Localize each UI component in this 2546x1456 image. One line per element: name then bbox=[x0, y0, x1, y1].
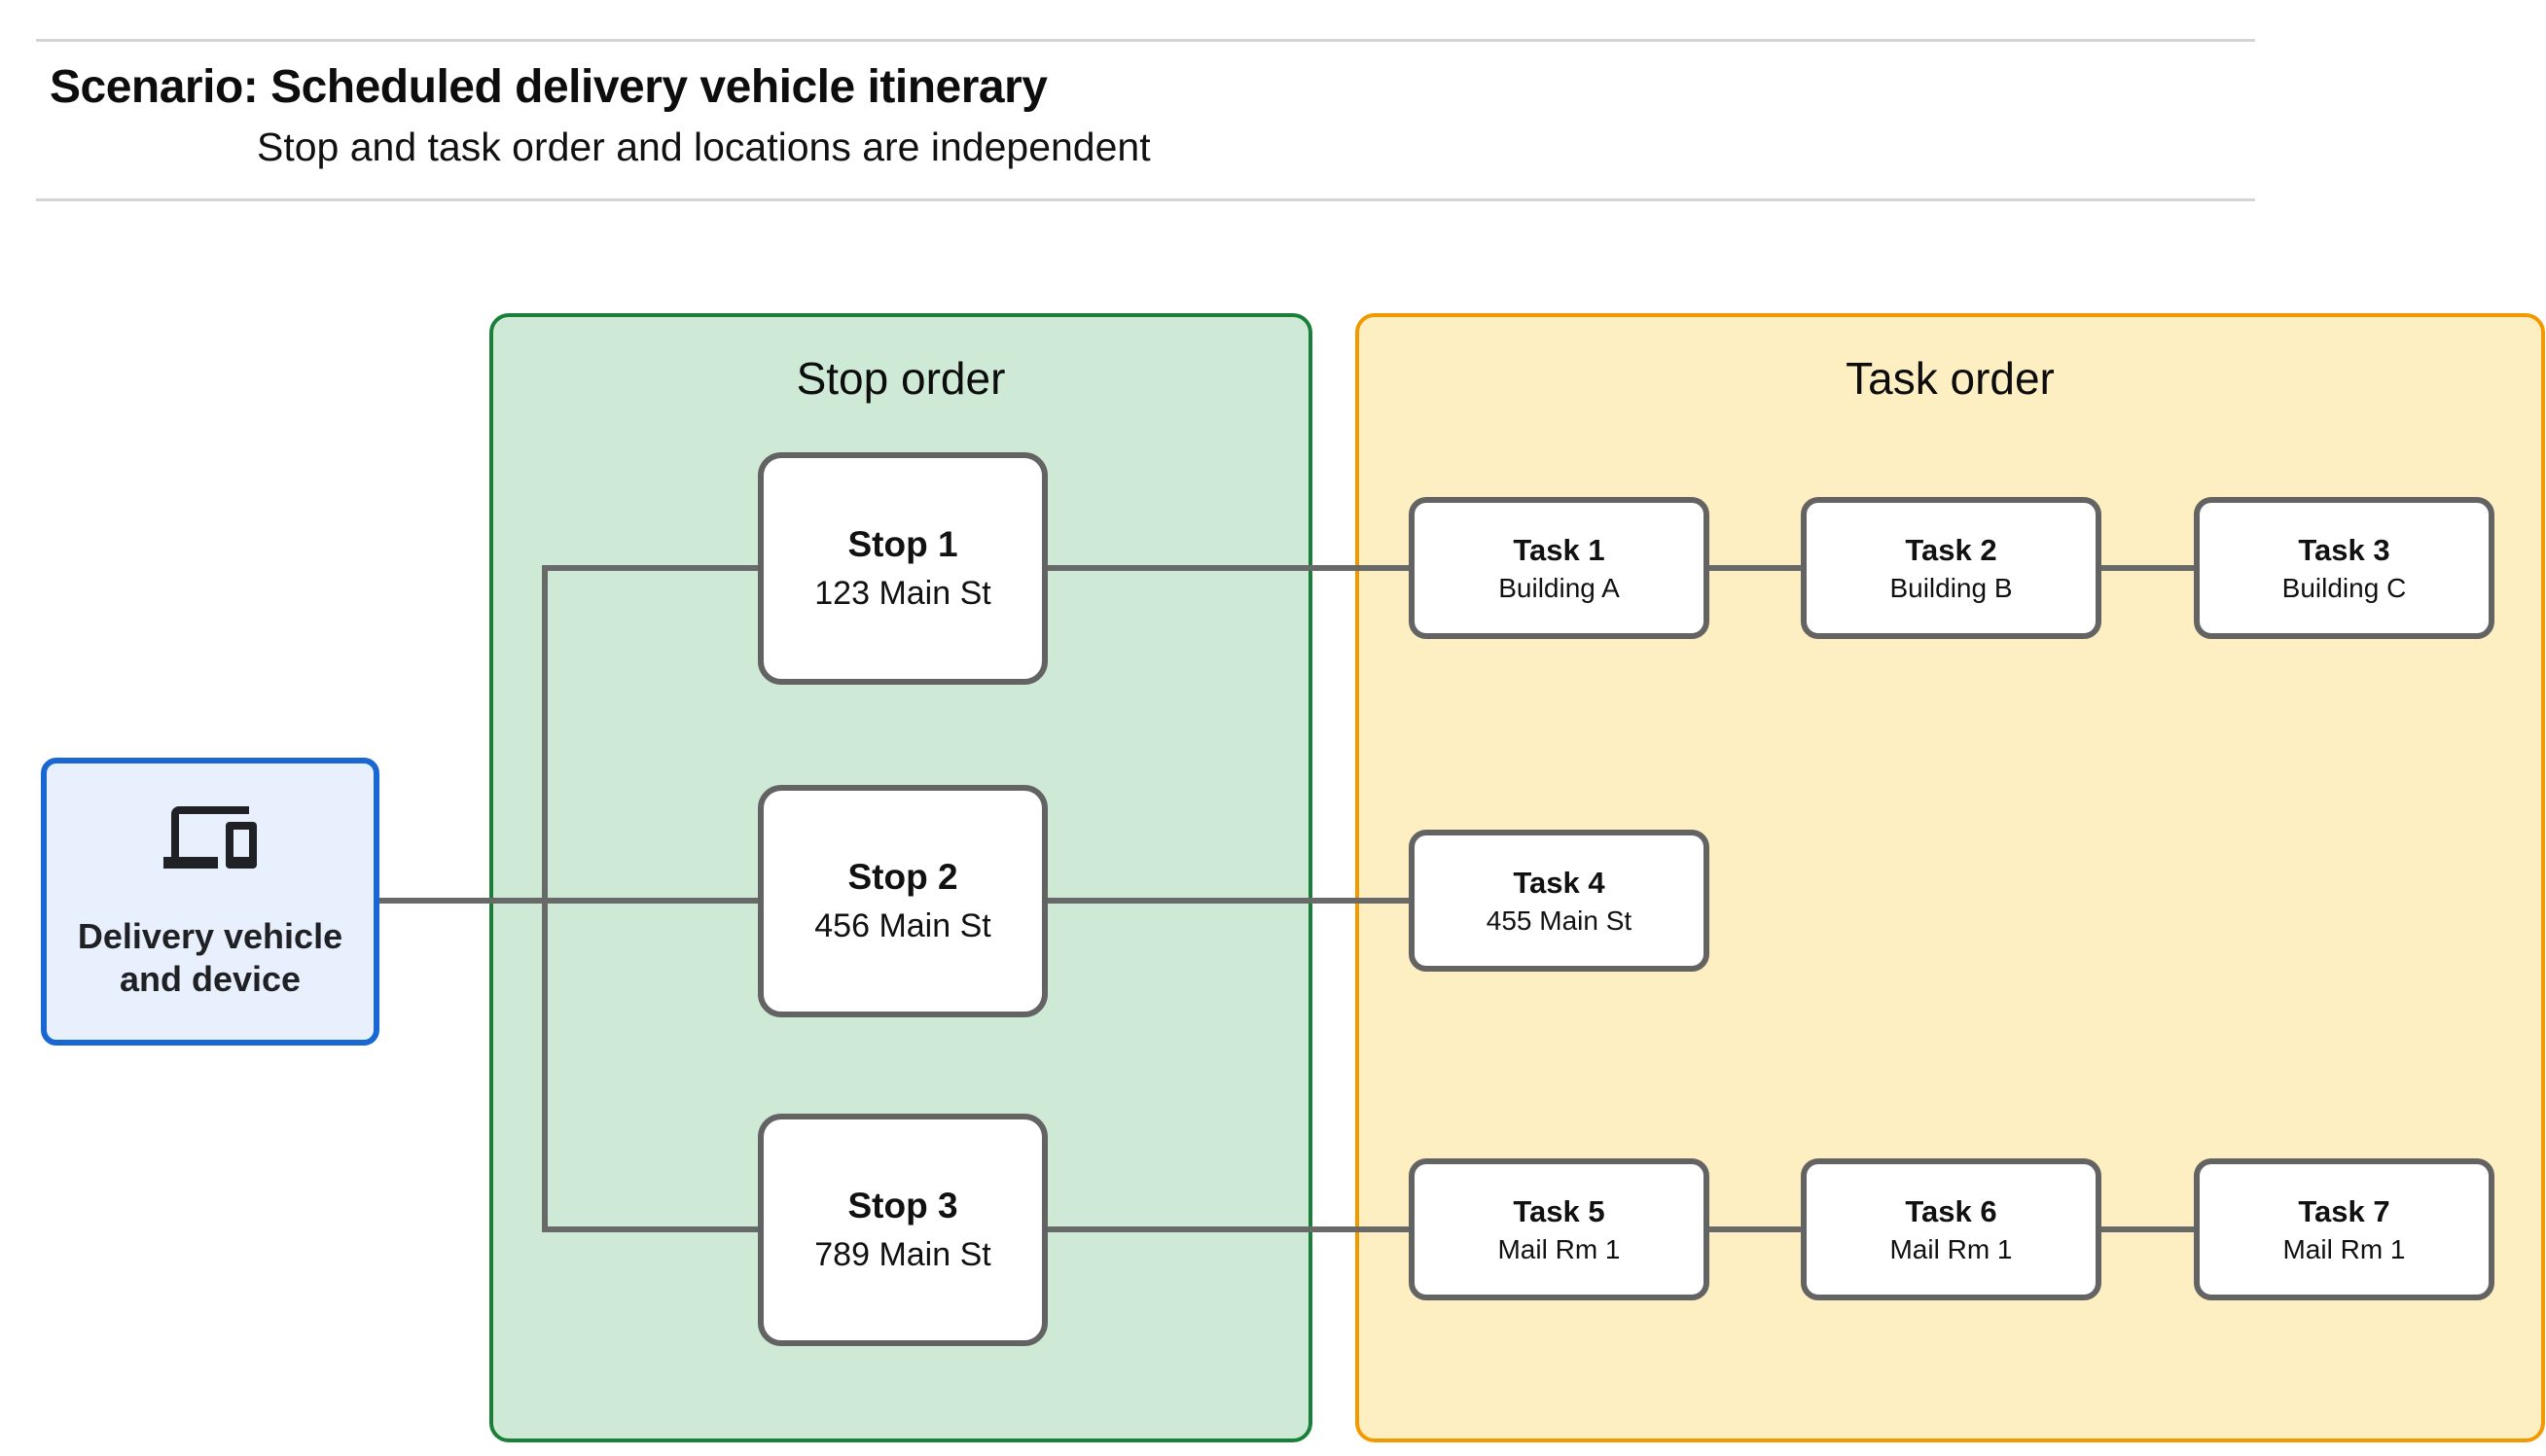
task-3-node: Task 3 Building C bbox=[2194, 497, 2494, 639]
task-4-title: Task 4 bbox=[1513, 865, 1605, 900]
connector-stop2-task4 bbox=[1046, 898, 1411, 904]
stop-2-address: 456 Main St bbox=[814, 907, 991, 944]
devices-icon bbox=[163, 806, 257, 869]
task-5-title: Task 5 bbox=[1513, 1193, 1605, 1228]
stop-2-title: Stop 2 bbox=[847, 857, 958, 897]
task-1-node: Task 1 Building A bbox=[1409, 497, 1709, 639]
task-7-location: Mail Rm 1 bbox=[2282, 1233, 2406, 1264]
task-3-title: Task 3 bbox=[2298, 532, 2390, 567]
stop-order-panel-title: Stop order bbox=[796, 353, 1006, 404]
task-6-node: Task 6 Mail Rm 1 bbox=[1801, 1158, 2101, 1300]
stop-3-title: Stop 3 bbox=[847, 1186, 958, 1225]
task-2-location: Building B bbox=[1889, 572, 2013, 603]
connector-task6-task7 bbox=[2099, 1226, 2196, 1232]
connector-vehicle-to-stop2 bbox=[377, 898, 759, 904]
task-6-title: Task 6 bbox=[1905, 1193, 1997, 1228]
task-2-title: Task 2 bbox=[1905, 532, 1997, 567]
top-divider bbox=[36, 39, 2255, 42]
connector-stop3-task5 bbox=[1046, 1226, 1411, 1232]
task-5-location: Mail Rm 1 bbox=[1497, 1233, 1621, 1264]
connector-trunk-vertical bbox=[542, 565, 548, 1232]
task-7-title: Task 7 bbox=[2298, 1193, 2390, 1228]
connector-stop1-task1 bbox=[1046, 565, 1411, 571]
task-1-title: Task 1 bbox=[1513, 532, 1605, 567]
bottom-divider bbox=[36, 198, 2255, 201]
task-5-node: Task 5 Mail Rm 1 bbox=[1409, 1158, 1709, 1300]
page-subtitle: Stop and task order and locations are in… bbox=[257, 124, 1151, 169]
stop-1-title: Stop 1 bbox=[847, 524, 958, 564]
stop-1-node: Stop 1 123 Main St bbox=[758, 452, 1048, 685]
stop-3-node: Stop 3 789 Main St bbox=[758, 1114, 1048, 1346]
task-order-panel-title: Task order bbox=[1846, 353, 2055, 404]
connector-task1-task2 bbox=[1707, 565, 1803, 571]
task-6-location: Mail Rm 1 bbox=[1889, 1233, 2013, 1264]
task-4-node: Task 4 455 Main St bbox=[1409, 830, 1709, 972]
task-7-node: Task 7 Mail Rm 1 bbox=[2194, 1158, 2494, 1300]
page-title: Scenario: Scheduled delivery vehicle iti… bbox=[50, 61, 1048, 113]
connector-branch-stop3 bbox=[542, 1226, 760, 1232]
stop-3-address: 789 Main St bbox=[814, 1236, 991, 1273]
connector-branch-stop1 bbox=[542, 565, 760, 571]
task-1-location: Building A bbox=[1498, 572, 1620, 603]
delivery-vehicle-node: Delivery vehicle and device bbox=[41, 758, 379, 1046]
task-4-location: 455 Main St bbox=[1486, 905, 1632, 936]
connector-task2-task3 bbox=[2099, 565, 2196, 571]
stop-2-node: Stop 2 456 Main St bbox=[758, 785, 1048, 1017]
delivery-vehicle-label: Delivery vehicle and device bbox=[77, 916, 343, 1000]
task-2-node: Task 2 Building B bbox=[1801, 497, 2101, 639]
task-3-location: Building C bbox=[2281, 572, 2407, 603]
stop-1-address: 123 Main St bbox=[814, 575, 991, 612]
connector-task5-task6 bbox=[1707, 1226, 1803, 1232]
